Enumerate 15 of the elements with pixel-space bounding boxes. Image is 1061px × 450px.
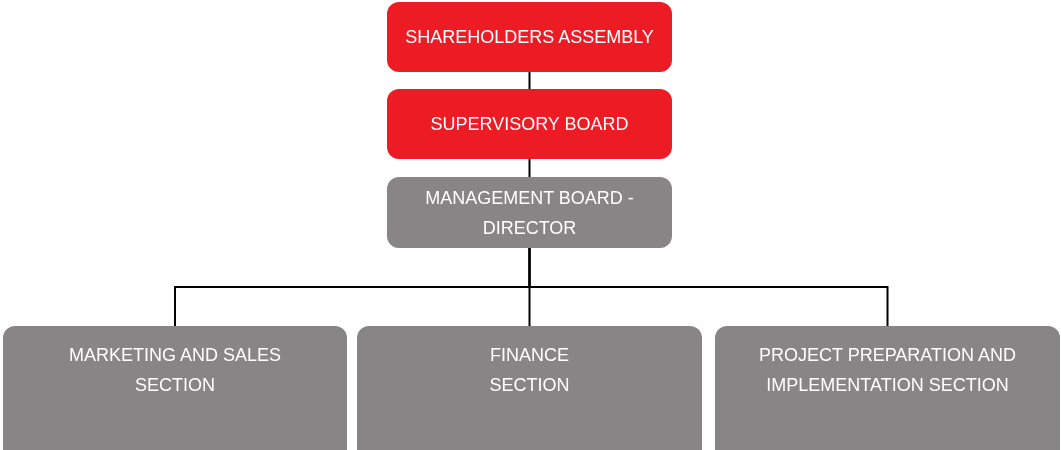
org-box <box>387 177 672 248</box>
box-label: FINANCE SECTION <box>488 344 571 397</box>
org-box <box>387 89 672 159</box>
org-box <box>357 326 702 450</box>
box-label: SHAREHOLDERS ASSEMBLY <box>405 26 654 49</box>
box-label: SUPERVISORY BOARD <box>430 113 629 136</box>
connector-line <box>528 71 531 90</box>
box-label: MARKETING AND SALES SECTION <box>67 344 283 397</box>
org-box <box>387 2 672 72</box>
org-box <box>715 326 1060 450</box>
connector-line <box>528 247 889 327</box>
org-box <box>3 326 347 450</box>
box-label: PROJECT PREPARATION AND IMPLEMENTATION SECTION <box>757 344 1017 397</box>
box-label: MANAGEMENT BOARD - DIRECTOR <box>424 186 635 240</box>
connector-line <box>528 158 531 178</box>
